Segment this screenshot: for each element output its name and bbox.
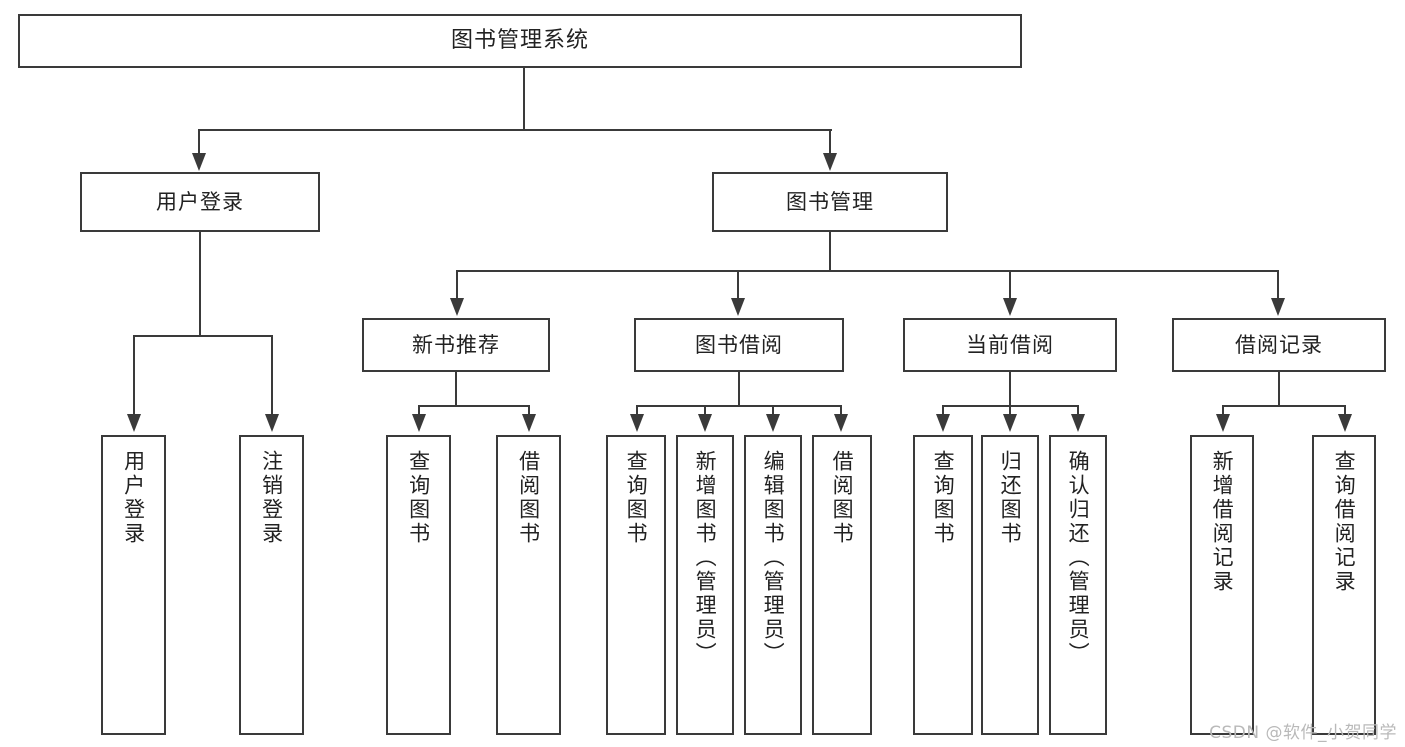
arrowhead-user-login-child-1	[127, 414, 141, 432]
edge-book-management-stem	[829, 232, 831, 271]
node-leaf-edit-book-admin[interactable]: 编辑图书（管理员）	[744, 435, 802, 735]
node-label: 注销登录	[259, 450, 284, 546]
arrowhead-book-borrow	[731, 298, 745, 316]
arrowhead-new-book-recommend-child-2	[522, 414, 536, 432]
arrowhead-book-borrow-child-1	[630, 414, 644, 432]
edge-level2-bus	[456, 270, 1278, 272]
node-current-borrow[interactable]: 当前借阅	[903, 318, 1117, 372]
arrowhead-borrow-record	[1271, 298, 1285, 316]
arrowhead-book-borrow-child-2	[698, 414, 712, 432]
node-leaf-query-borrow-record[interactable]: 查询借阅记录	[1312, 435, 1376, 735]
node-label: 查询图书	[931, 450, 956, 546]
node-label: 新增图书（管理员）	[693, 450, 718, 666]
edge-current-borrow-child-1	[942, 405, 944, 417]
node-book-management[interactable]: 图书管理	[712, 172, 948, 232]
edge-book-borrow-child-2	[704, 405, 706, 417]
arrowhead-book-management	[823, 153, 837, 171]
edge-user-login-bus	[133, 335, 272, 337]
arrowhead-user-login	[192, 153, 206, 171]
edge-user-login-child-1	[133, 335, 135, 416]
arrowhead-new-book-recommend-child-1	[412, 414, 426, 432]
node-new-book-recommend[interactable]: 新书推荐	[362, 318, 550, 372]
node-label: 编辑图书（管理员）	[761, 450, 786, 666]
edge-to-user-login	[198, 129, 200, 156]
edge-new-book-recommend-stem	[455, 372, 457, 406]
node-label: 用户登录	[121, 450, 146, 546]
edge-to-borrow-record	[1277, 270, 1279, 300]
node-leaf-logout[interactable]: 注销登录	[239, 435, 304, 735]
arrowhead-current-borrow-child-3	[1071, 414, 1085, 432]
node-label: 借阅图书	[830, 450, 855, 546]
node-leaf-add-book-admin[interactable]: 新增图书（管理员）	[676, 435, 734, 735]
edge-new-book-recommend-bus	[418, 405, 530, 407]
edge-to-book-borrow	[737, 270, 739, 300]
node-leaf-borrow-book-recommend[interactable]: 借阅图书	[496, 435, 561, 735]
arrowhead-current-borrow-child-1	[936, 414, 950, 432]
arrowhead-current-borrow	[1003, 298, 1017, 316]
edge-current-borrow-child-3	[1077, 405, 1079, 417]
node-label: 新增借阅记录	[1210, 450, 1235, 594]
edge-root-stem	[523, 68, 525, 130]
edge-current-borrow-child-2	[1009, 405, 1011, 417]
node-label: 当前借阅	[966, 332, 1054, 357]
edge-current-borrow-stem	[1009, 372, 1011, 406]
edge-to-current-borrow	[1009, 270, 1011, 300]
edge-new-book-recommend-child-2	[528, 405, 530, 417]
edge-borrow-record-bus	[1222, 405, 1346, 407]
node-leaf-return-book[interactable]: 归还图书	[981, 435, 1039, 735]
node-label: 归还图书	[998, 450, 1023, 546]
node-label: 查询图书	[406, 450, 431, 546]
edge-book-borrow-child-1	[636, 405, 638, 417]
arrowhead-book-borrow-child-4	[834, 414, 848, 432]
node-leaf-query-book-recommend[interactable]: 查询图书	[386, 435, 451, 735]
node-label: 确认归还（管理员）	[1066, 450, 1091, 666]
edge-to-new-book-recommend	[456, 270, 458, 300]
node-label: 查询图书	[624, 450, 649, 546]
node-leaf-borrow-book[interactable]: 借阅图书	[812, 435, 872, 735]
arrowhead-new-book-recommend	[450, 298, 464, 316]
edge-level1-bus	[198, 129, 832, 131]
node-label: 图书管理系统	[450, 28, 589, 54]
arrowhead-borrow-record-child-2	[1338, 414, 1352, 432]
arrowhead-user-login-child-2	[265, 414, 279, 432]
node-leaf-add-borrow-record[interactable]: 新增借阅记录	[1190, 435, 1254, 735]
edge-book-borrow-stem	[738, 372, 740, 406]
node-leaf-query-book-current[interactable]: 查询图书	[913, 435, 973, 735]
arrowhead-borrow-record-child-1	[1216, 414, 1230, 432]
node-label: 图书管理	[786, 189, 874, 214]
edge-borrow-record-child-1	[1222, 405, 1224, 417]
edge-user-login-stem	[199, 232, 201, 336]
edge-new-book-recommend-child-1	[418, 405, 420, 417]
node-root-book-management-system[interactable]: 图书管理系统	[18, 14, 1022, 68]
node-leaf-confirm-return-admin[interactable]: 确认归还（管理员）	[1049, 435, 1107, 735]
node-label: 新书推荐	[412, 332, 500, 357]
node-label: 用户登录	[156, 189, 244, 214]
csdn-watermark: CSDN @软件_小贺同学	[1209, 723, 1397, 743]
edge-book-borrow-child-4	[840, 405, 842, 417]
node-borrow-record[interactable]: 借阅记录	[1172, 318, 1386, 372]
arrowhead-current-borrow-child-2	[1003, 414, 1017, 432]
node-label: 查询借阅记录	[1332, 450, 1357, 594]
node-user-login[interactable]: 用户登录	[80, 172, 320, 232]
node-label: 借阅记录	[1235, 332, 1323, 357]
edge-borrow-record-child-2	[1344, 405, 1346, 417]
edge-borrow-record-stem	[1278, 372, 1280, 406]
edge-user-login-child-2	[271, 335, 273, 416]
node-label: 借阅图书	[516, 450, 541, 546]
node-leaf-query-book-borrow[interactable]: 查询图书	[606, 435, 666, 735]
edge-book-borrow-child-3	[772, 405, 774, 417]
edge-to-book-management	[829, 129, 831, 156]
node-book-borrow[interactable]: 图书借阅	[634, 318, 844, 372]
node-leaf-user-login[interactable]: 用户登录	[101, 435, 166, 735]
arrowhead-book-borrow-child-3	[766, 414, 780, 432]
edge-book-borrow-bus	[636, 405, 842, 407]
node-label: 图书借阅	[695, 332, 783, 357]
